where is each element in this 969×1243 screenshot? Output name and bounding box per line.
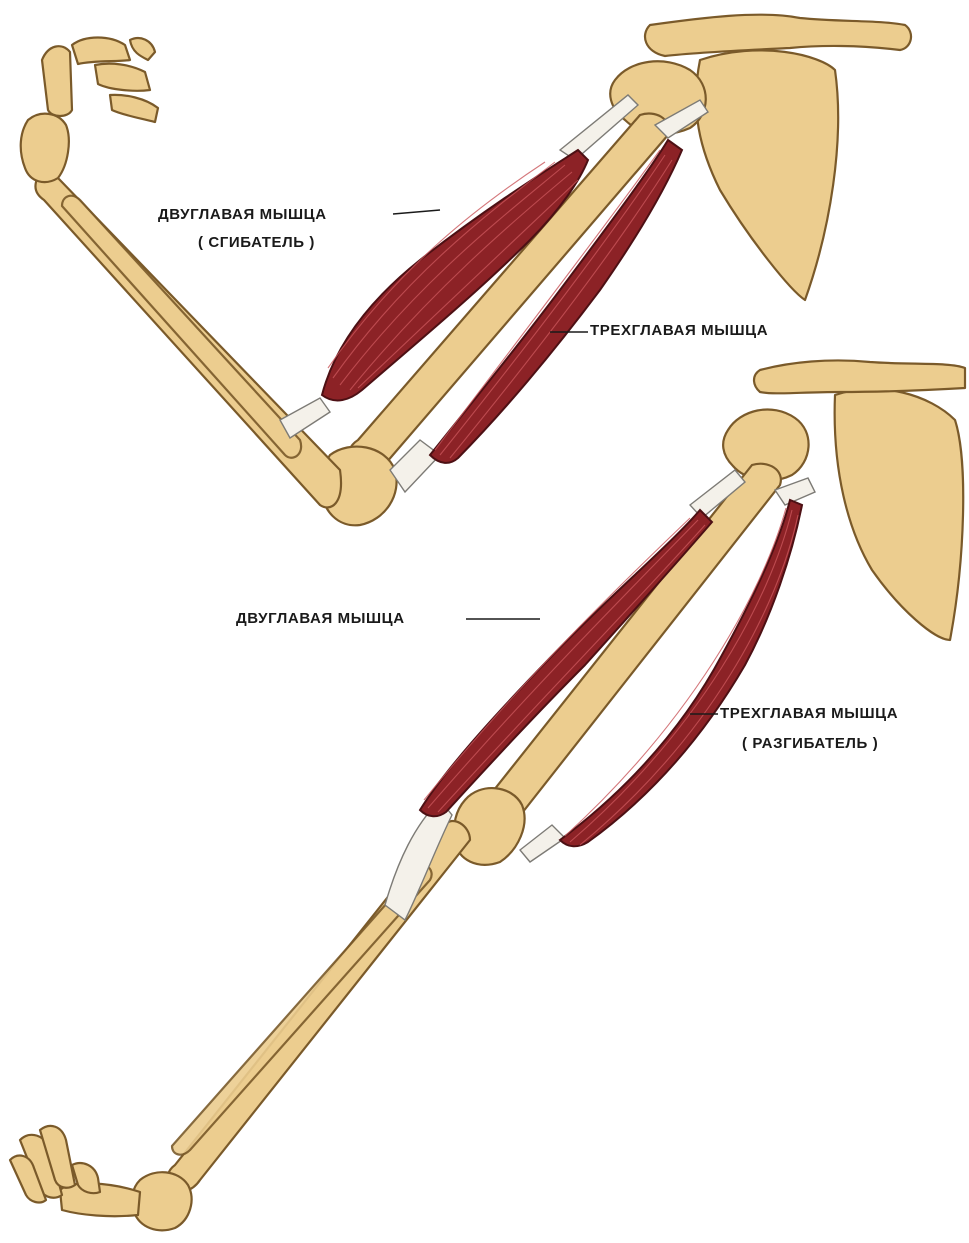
flexed-hand (42, 38, 158, 123)
flexed-biceps-leader (393, 210, 440, 214)
extended-wrist (132, 1172, 192, 1230)
flexed-biceps-label: ДВУГЛАВАЯ МЫШЦА (158, 206, 327, 223)
extended-scapula (835, 389, 964, 640)
extended-arm: ДВУГЛАВАЯ МЫШЦА ТРЕХГЛАВАЯ МЫШЦА ( РАЗГИ… (10, 360, 965, 1230)
flexed-wrist (21, 114, 69, 182)
extended-triceps-role-label: ( РАЗГИБАТЕЛЬ ) (742, 735, 878, 752)
flexed-biceps-role-label: ( СГИБАТЕЛЬ ) (198, 234, 315, 251)
flexed-clavicle (645, 15, 911, 56)
flexed-biceps-tendon-bottom (280, 398, 330, 438)
extended-hand (10, 1126, 140, 1216)
extended-biceps-label: ДВУГЛАВАЯ МЫШЦА (236, 610, 405, 627)
extended-clavicle (754, 360, 965, 393)
flexed-scapula (696, 50, 838, 300)
flexed-triceps-label: ТРЕХГЛАВАЯ МЫШЦА (590, 322, 768, 339)
extended-triceps-label: ТРЕХГЛАВАЯ МЫШЦА (720, 705, 898, 722)
extended-triceps-tendon-bottom (520, 825, 565, 862)
